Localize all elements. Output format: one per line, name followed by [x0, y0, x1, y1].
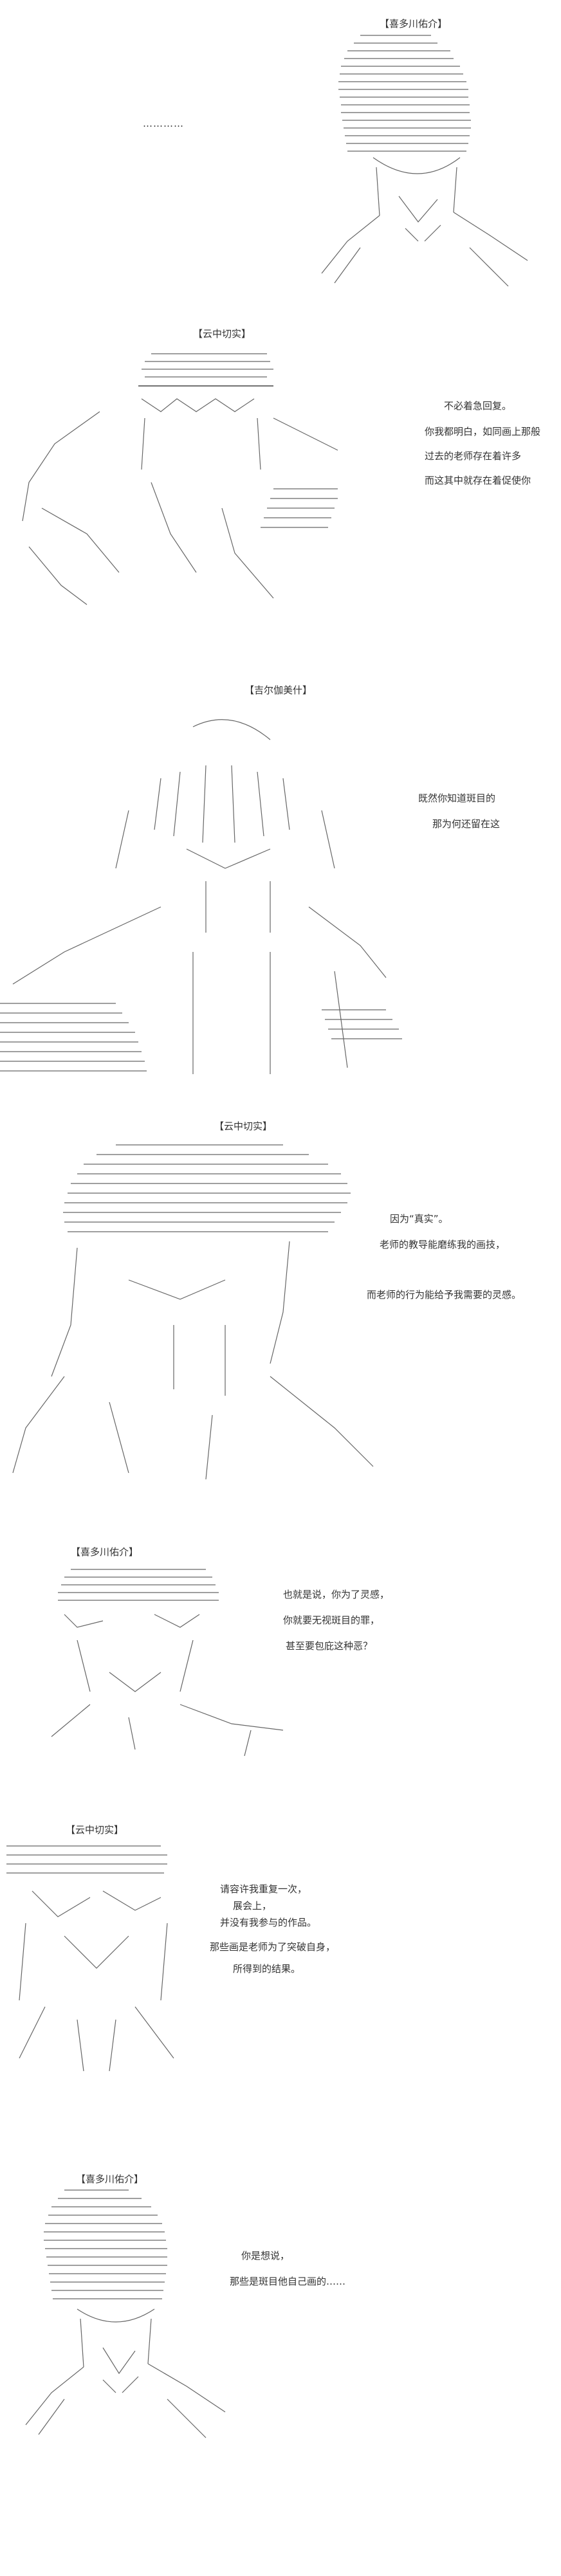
- dialogue-line: 甚至要包庇这种恶？: [286, 1640, 373, 1652]
- dialogue-line: 那为何还留在这: [432, 818, 501, 830]
- panel-5: 【喜多川佑介】 也就是说，你为了灵感， 你就要无视斑目的罪， 甚至要包庇这种恶？: [0, 1505, 561, 1762]
- panel-2: 【云中切实】 不必着急回复。 你我都明白，如同画上那般 过去的老师存在着许多 而…: [0, 302, 561, 637]
- character-art-yusuke: [25, 2189, 226, 2438]
- dialogue-line: 你就要无视斑目的罪，: [283, 1614, 380, 1626]
- panel-4: 【云中切实】 因为“真实”。 老师的教导能磨练我的画技， 而老师的行为能给予我需…: [0, 1119, 561, 1505]
- dialogue-line: 那些画是老师为了突破自身，: [210, 1941, 336, 1953]
- panel-1: 【喜多川佑介】 …………: [0, 0, 561, 302]
- character-art-kumonaka: [12, 1144, 374, 1480]
- speaker-label: 【喜多川佑介】: [380, 18, 448, 30]
- dialogue-line: 而这其中就存在着促使你: [425, 475, 531, 486]
- dialogue-line: 并没有我参与的作品。: [220, 1917, 317, 1928]
- dialogue-line: 老师的教导能磨练我的画技，: [380, 1239, 506, 1250]
- character-art-yusuke: [51, 1569, 284, 1757]
- dialogue-line: 不必着急回复。: [444, 400, 512, 412]
- character-art-yusuke: [321, 35, 528, 287]
- speaker-label: 【喜多川佑介】: [76, 2173, 144, 2185]
- dialogue-line: 既然你知道斑目的: [418, 792, 496, 804]
- character-art-kumonaka: [6, 1845, 174, 2072]
- panel-3: 【吉尔伽美什】 既然你知道斑目的 那为何还留在这: [0, 637, 561, 1119]
- dialogue-line: 所得到的结果。: [233, 1963, 301, 1975]
- dialogue-line: 那些是斑目他自己画的……: [230, 2276, 346, 2287]
- dialogue-line: 因为“真实”。: [390, 1213, 448, 1225]
- character-art-gilgamesh: [0, 719, 402, 1074]
- dialogue-line: 过去的老师存在着许多: [425, 450, 522, 462]
- speaker-label: 【喜多川佑介】: [71, 1546, 139, 1558]
- dialogue-line: 展会上，: [233, 1900, 272, 1912]
- speaker-label: 【吉尔伽美什】: [244, 684, 313, 696]
- speaker-label: 【云中切实】: [66, 1824, 124, 1836]
- panel-7: 【喜多川佑介】 你是想说， 那些是斑目他自己画的……: [0, 2129, 561, 2576]
- dialogue-line: 你我都明白，如同画上那般: [425, 426, 541, 437]
- dialogue-line: 也就是说，你为了灵感，: [283, 1589, 390, 1600]
- dialogue-line: 请容许我重复一次，: [220, 1883, 308, 1895]
- speaker-label: 【云中切实】: [193, 328, 252, 340]
- panel-6: 【云中切实】 请容许我重复一次， 展会上， 并没有我参与的作品。 那些画是老师为…: [0, 1762, 561, 2129]
- speaker-label: 【云中切实】: [214, 1120, 273, 1132]
- dialogue-line: 而老师的行为能给予我需要的灵感。: [367, 1289, 522, 1301]
- character-art-kumonaka: [22, 353, 338, 605]
- dialogue-line: 你是想说，: [241, 2250, 290, 2261]
- dialogue-line: …………: [143, 118, 184, 129]
